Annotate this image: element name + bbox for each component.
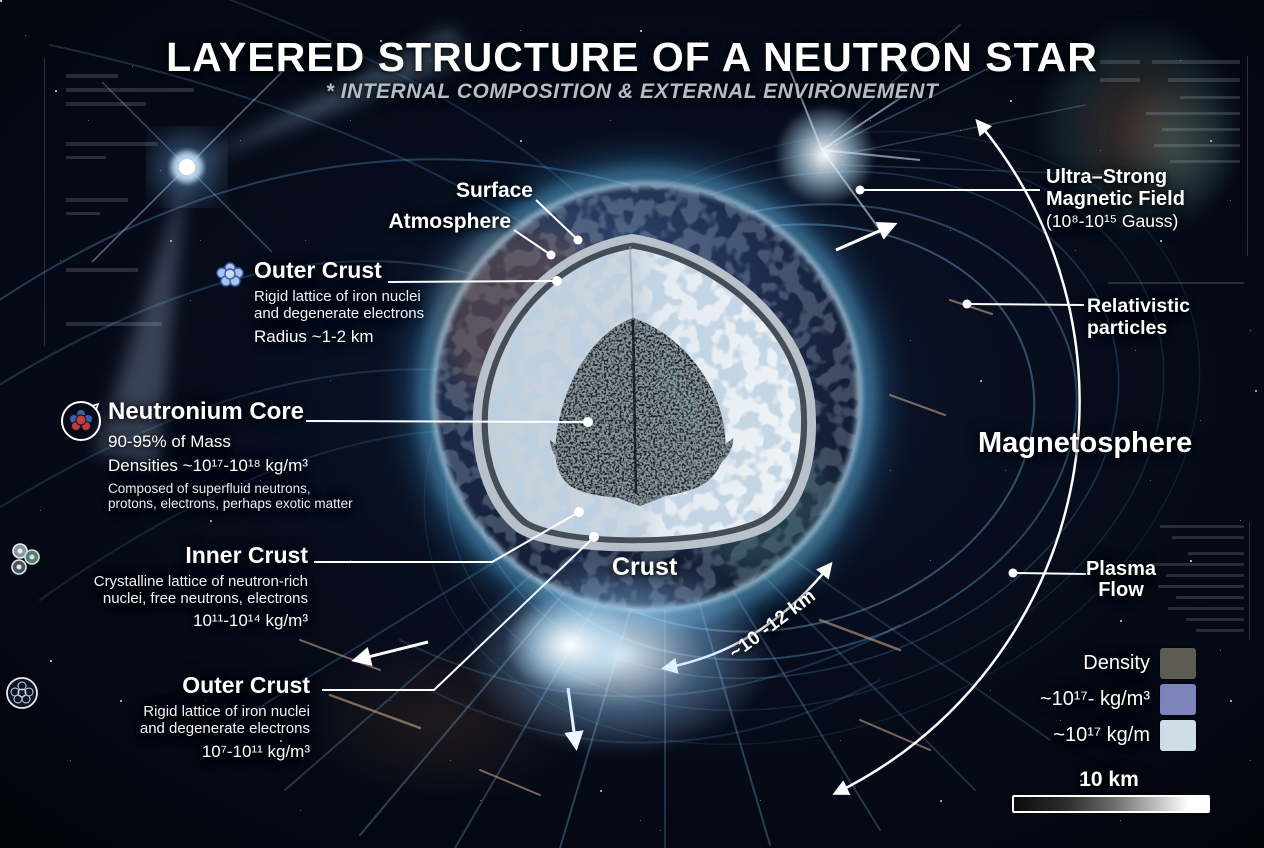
neutronium-core-heading: Neutronium Core bbox=[108, 398, 305, 425]
nebula-top-right-teal bbox=[1090, 40, 1260, 250]
relativistic-line2: particles bbox=[1087, 317, 1168, 339]
plasma-flow-line1: Plasma bbox=[1085, 558, 1157, 580]
magnetic-field-block: Ultra–Strong Magnetic Field (10⁸-10¹⁵ Ga… bbox=[1046, 166, 1185, 232]
nebula-top-right bbox=[1000, 0, 1264, 280]
surface-label: Surface bbox=[455, 179, 533, 202]
neutronium-core-line4: protons, electrons, perhaps exotic matte… bbox=[108, 496, 353, 511]
bottom-flare-core bbox=[505, 595, 635, 695]
atom-core-icon bbox=[61, 401, 101, 441]
page-title: LAYERED STRUCTURE OF A NEUTRON STAR bbox=[166, 34, 1098, 80]
relativistic-block: Relativistic particles bbox=[1087, 295, 1190, 339]
inner-crust-line2: nuclei, free neutrons, electrons bbox=[102, 590, 308, 608]
cutaway-diagram bbox=[472, 233, 816, 552]
outer-crust-top-line1: Rigid lattice of iron nuclei bbox=[254, 288, 421, 306]
plasma-flow-block: Plasma Flow bbox=[1076, 559, 1166, 601]
legend-row-3 bbox=[1160, 720, 1196, 751]
leader-relativistic bbox=[966, 303, 1085, 306]
scale-bar-label: 10 km bbox=[1079, 768, 1139, 791]
outer-crust-bottom-line1: Rigid lattice of iron nuclei bbox=[143, 703, 310, 721]
leader-outer-crust-top bbox=[387, 280, 558, 283]
outer-crust-top-block: Outer Crust Rigid lattice of iron nuclei… bbox=[212, 258, 424, 347]
field-arrow-1 bbox=[835, 221, 898, 252]
leader-atmosphere bbox=[513, 229, 552, 256]
scale-bar bbox=[1012, 795, 1210, 813]
leader-surface bbox=[535, 199, 579, 241]
neutron-trio-icon bbox=[11, 543, 40, 575]
relativistic-line1: Relativistic bbox=[1087, 295, 1190, 317]
surface-flare bbox=[755, 85, 895, 225]
neutronium-core-line3: Composed of superfluid neutrons, bbox=[108, 481, 311, 496]
inner-crust-line3: 10¹¹-10¹⁴ kg/m³ bbox=[193, 611, 308, 631]
outer-crust-top-line2: and degenerate electrons bbox=[254, 305, 425, 323]
crust-label: Crust bbox=[612, 553, 678, 581]
legend-swatch-high-density bbox=[1160, 684, 1196, 715]
inner-crust-block: Inner Crust Crystalline lattice of neutr… bbox=[11, 542, 308, 631]
neutronium-core-line1: 90-95% of Mass bbox=[108, 432, 231, 451]
neutronium-core-block: Neutronium Core 90-95% of Mass Densities… bbox=[58, 398, 353, 511]
pulsar bbox=[91, 28, 472, 468]
atmosphere-label: Atmosphere bbox=[388, 210, 511, 233]
legend-swatch-density bbox=[1160, 648, 1196, 679]
legend-label-high-density: ~10¹⁷- kg/m³ bbox=[1039, 688, 1150, 710]
magnetosphere-arc bbox=[832, 118, 1081, 795]
magnetic-field-line1: Ultra–Strong bbox=[1046, 166, 1168, 188]
inner-crust-heading: Inner Crust bbox=[185, 542, 308, 568]
inner-crust-line1: Crystalline lattice of neutron-rich bbox=[93, 573, 308, 591]
legend-row-1 bbox=[1160, 648, 1196, 679]
magnetic-field-line3: (10⁸-10¹⁵ Gauss) bbox=[1046, 211, 1179, 231]
nucleus-cluster-icon bbox=[216, 262, 244, 287]
lattice-sphere-icon bbox=[6, 677, 38, 709]
plasma-flow-line2: Flow bbox=[1098, 579, 1144, 601]
leader-neutronium-core bbox=[305, 420, 589, 423]
outer-crust-top-line3: Radius ~1-2 km bbox=[254, 327, 374, 347]
outer-crust-top-heading: Outer Crust bbox=[254, 257, 382, 283]
legend-swatch-low-density bbox=[1160, 720, 1196, 751]
outer-crust-bottom-line3: 10⁷-10¹¹ kg/m³ bbox=[201, 742, 310, 762]
magnetic-field-line2: Magnetic Field bbox=[1046, 188, 1185, 210]
outer-crust-bottom-heading: Outer Crust bbox=[182, 672, 310, 698]
leader-plasma-flow bbox=[1012, 572, 1087, 575]
starfield-bright bbox=[0, 0, 2, 2]
legend-label-density: Density bbox=[1083, 652, 1150, 674]
outer-crust-bottom-line2: and degenerate electrons bbox=[139, 720, 310, 738]
legend-label-low-density: ~10¹⁷ kg/m bbox=[1053, 724, 1150, 746]
neutronium-core-line2: Densities ~10¹⁷-10¹⁸ kg/m³ bbox=[108, 456, 308, 475]
page-subtitle: * INTERNAL COMPOSITION & EXTERNAL ENVIRO… bbox=[325, 80, 939, 103]
outer-crust-bottom-block: Outer Crust Rigid lattice of iron nuclei… bbox=[6, 672, 310, 762]
magnetosphere-label: Magnetosphere bbox=[978, 427, 1193, 459]
legend-row-2 bbox=[1160, 684, 1196, 715]
